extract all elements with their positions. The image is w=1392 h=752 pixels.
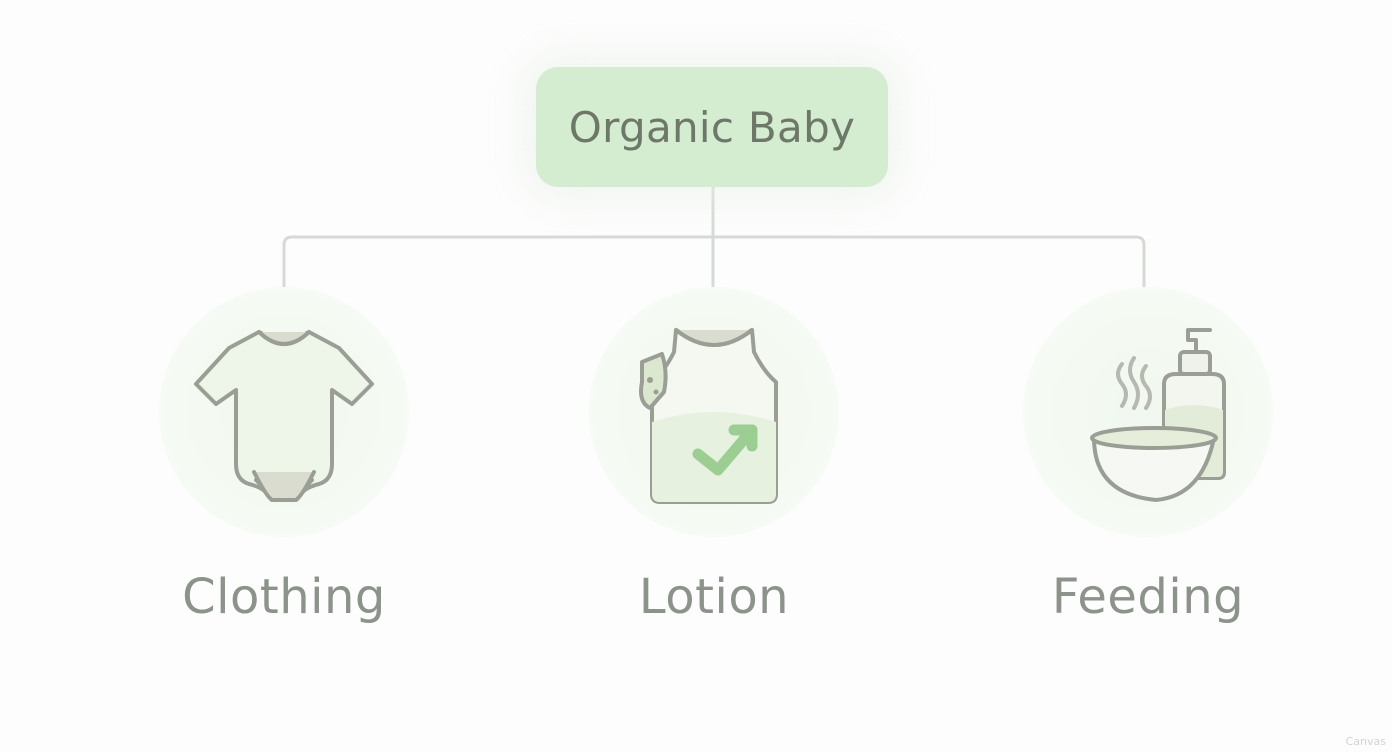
child-label-feeding: Feeding bbox=[1051, 569, 1245, 625]
root-label: Organic Baby bbox=[568, 102, 856, 152]
bowl-and-bottle-icon bbox=[1090, 328, 1226, 502]
tank-top-check-icon bbox=[639, 328, 778, 504]
root-node: Organic Baby bbox=[536, 67, 888, 187]
connector-crossbar bbox=[282, 235, 1146, 288]
onesie-icon bbox=[194, 330, 374, 502]
child-node-feeding: Feeding bbox=[1018, 287, 1278, 667]
child-node-lotion: Lotion bbox=[584, 287, 844, 667]
child-label-lotion: Lotion bbox=[638, 569, 790, 625]
watermark-logo: Canvas bbox=[1345, 735, 1386, 748]
child-node-clothing: Clothing bbox=[154, 287, 414, 667]
child-label-clothing: Clothing bbox=[182, 569, 386, 625]
